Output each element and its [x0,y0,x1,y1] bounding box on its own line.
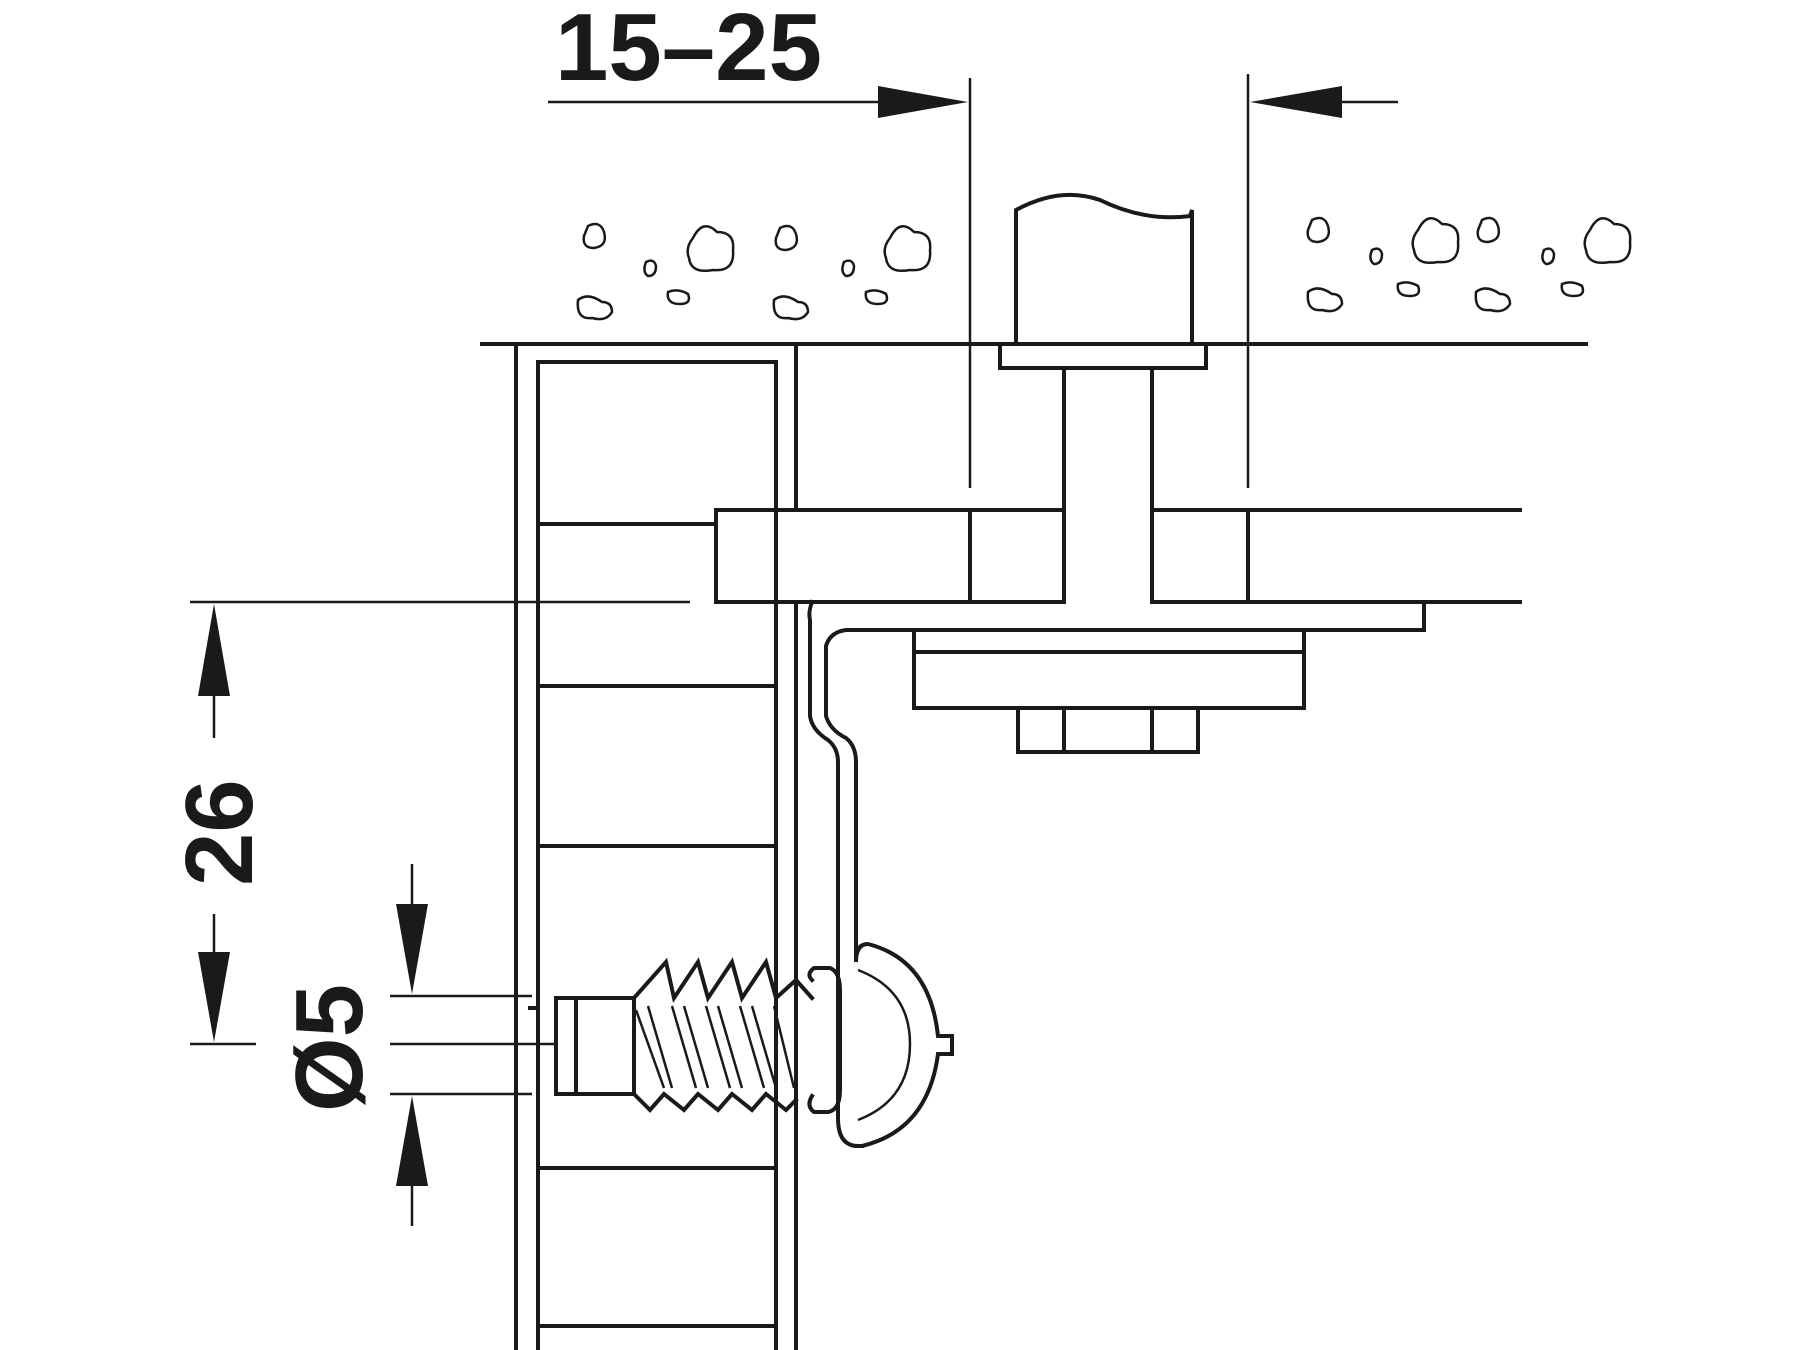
arrow-down-icon [396,904,428,994]
height-dimension-label: 26 [166,779,273,886]
horizontal-plate [714,508,1522,604]
hex-nut [912,628,1306,754]
arrow-up-icon [198,604,230,696]
arrow-right-icon [878,86,968,118]
leg-stem [998,192,1208,602]
diameter-dimension-label: Ø5 [276,984,383,1112]
diameter-dimension: Ø5 [276,864,556,1226]
gravel-texture [576,216,1632,321]
arrow-left-icon [1250,86,1342,118]
arrow-down-icon [198,952,230,1042]
screw [554,941,954,1148]
arrow-up-icon [396,1096,428,1186]
width-dimension: 15–25 [548,0,1398,488]
height-dimension: 26 [166,600,690,1046]
angle-bracket [794,599,1426,1350]
side-panel [514,342,798,1350]
width-dimension-label: 15–25 [555,0,822,101]
